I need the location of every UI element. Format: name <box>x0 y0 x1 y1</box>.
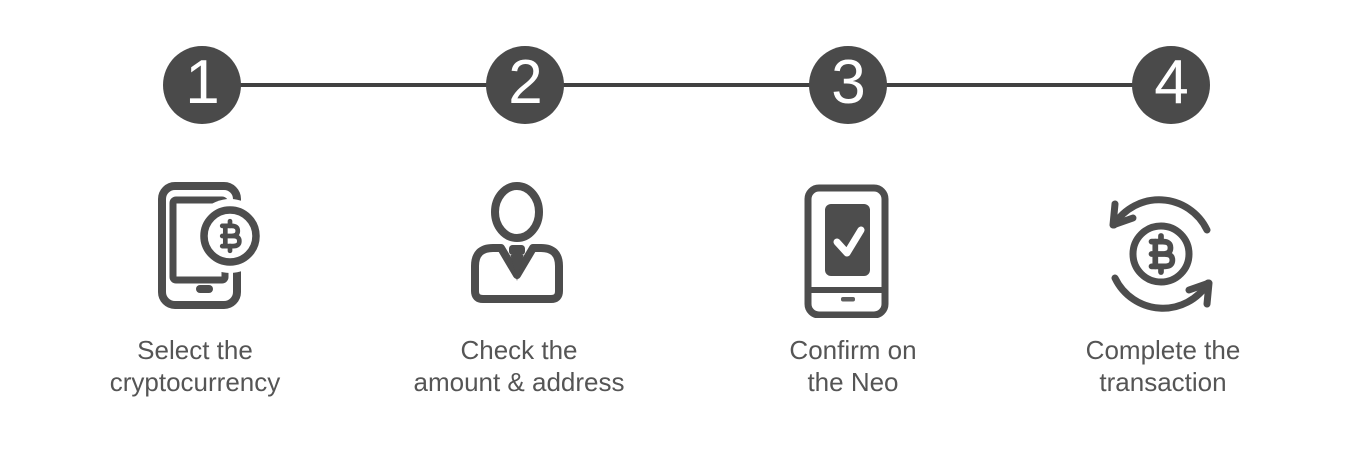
step-2-label: Check the amount & address <box>354 334 684 398</box>
step-2-label-line1: Check the <box>460 335 578 365</box>
businessman-icon <box>471 182 563 303</box>
step-3-label: Confirm on the Neo <box>688 334 1018 398</box>
step-4-label: Complete the transaction <box>998 334 1328 398</box>
step-1-number: 1 <box>185 48 219 117</box>
stepper-connector-line <box>201 83 1171 87</box>
step-4-label-line2: transaction <box>1099 367 1227 397</box>
step-3-number: 3 <box>831 48 865 117</box>
device-brand-mark <box>841 297 855 302</box>
step-3-label-line1: Confirm on <box>789 335 917 365</box>
step-2-label-line2: amount & address <box>413 367 625 397</box>
step-1-label-line2: cryptocurrency <box>109 367 281 397</box>
step-2-badge: 2 <box>486 46 564 124</box>
step-3-label-line2: the Neo <box>807 367 899 397</box>
step-4-label-line1: Complete the <box>1085 335 1241 365</box>
step-4-number: 4 <box>1154 48 1188 117</box>
step-2-number: 2 <box>508 48 542 117</box>
step-4-badge: 4 <box>1132 46 1210 124</box>
bitcoin-refresh-arrows-icon <box>1109 196 1213 312</box>
step-1-label-line1: Select the <box>137 335 253 365</box>
step-1-badge: 1 <box>163 46 241 124</box>
smartphone-bitcoin-icon <box>158 182 267 309</box>
device-checkmark-icon <box>804 184 889 318</box>
step-3-badge: 3 <box>809 46 887 124</box>
step-1-label: Select the cryptocurrency <box>30 334 360 398</box>
